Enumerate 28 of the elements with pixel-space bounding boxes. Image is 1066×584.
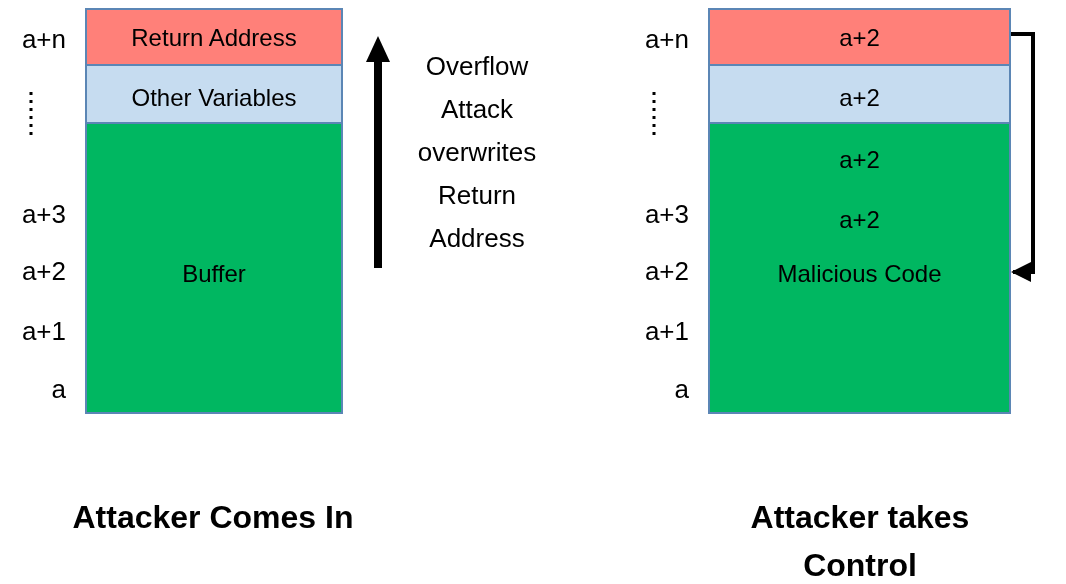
address-label: a+3: [643, 199, 689, 230]
address-label: a+2: [643, 256, 689, 287]
address-label: a+n: [20, 24, 66, 55]
address-label: a+1: [20, 316, 66, 347]
arrow: [1011, 32, 1035, 282]
address-label: a: [50, 374, 66, 405]
caption: Attacker takes Control: [749, 498, 971, 584]
address-label: a+n: [643, 24, 689, 55]
slot-label: Malicious Code: [776, 259, 943, 289]
slot-label: a+2: [838, 205, 881, 235]
slot-label: a+2: [838, 23, 881, 53]
slot-label: a+2: [838, 83, 881, 113]
caption: Attacker Comes In: [71, 498, 355, 537]
slot-label: Other Variables: [130, 83, 298, 113]
memory-slot: [85, 8, 343, 66]
address-label: a+2: [20, 256, 66, 287]
slot-label: Buffer: [181, 259, 247, 289]
address-label: a+1: [643, 316, 689, 347]
buffer-region: [85, 122, 343, 414]
slot-label: a+2: [838, 145, 881, 175]
address-label: a: [673, 374, 689, 405]
memory-slot: [708, 8, 1011, 66]
slot-label: Return Address: [130, 23, 298, 53]
annotation-text: Overflow Attack overwrites Return Address: [416, 50, 538, 255]
memory-slot: [708, 64, 1011, 124]
address-label: a+3: [20, 199, 66, 230]
buffer-region: [708, 122, 1011, 414]
memory-slot: [85, 64, 343, 124]
